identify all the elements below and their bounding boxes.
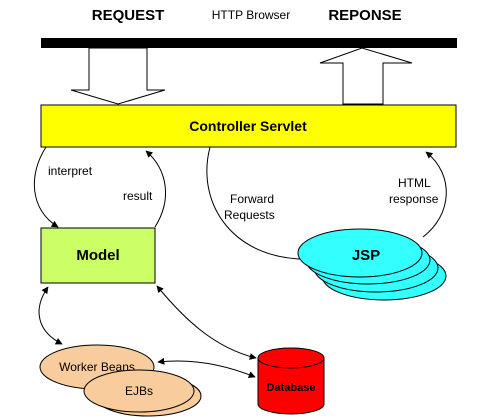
forward-label-line2: Requests xyxy=(224,208,275,222)
jsp-stack: JSP xyxy=(297,228,447,301)
html-response-arrow xyxy=(422,151,447,238)
interpret-arrow xyxy=(33,146,59,228)
forward-label-line1: Forward xyxy=(230,192,274,206)
forward-requests-arrow xyxy=(206,146,313,263)
workers-database-arrow xyxy=(157,357,256,378)
ejbs-ellipse xyxy=(83,369,195,413)
interpret-label: interpret xyxy=(48,164,93,178)
response-label: REPONSE xyxy=(328,7,401,24)
model-box: Model xyxy=(40,227,156,284)
html-response-label-line2: response xyxy=(389,192,439,206)
html-response-label-line1: HTML xyxy=(398,176,431,190)
worker-beans-label: Worker Beans xyxy=(59,360,135,374)
worker-beans-group: Worker Beans EJBs xyxy=(39,344,202,417)
request-block-arrow xyxy=(70,47,166,105)
model-workers-arrow xyxy=(38,286,63,345)
database-cylinder: Database xyxy=(257,347,325,415)
model-database-arrow xyxy=(156,285,257,360)
result-arrow xyxy=(145,150,167,228)
controller-servlet-label: Controller Servlet xyxy=(189,118,307,134)
request-label: REQUEST xyxy=(92,7,165,24)
response-block-arrow xyxy=(319,47,413,105)
model-label: Model xyxy=(76,247,119,264)
database-label: Database xyxy=(267,382,316,394)
ejbs-label: EJBs xyxy=(125,384,153,398)
http-browser-bar xyxy=(41,38,457,48)
http-browser-label: HTTP Browser xyxy=(212,8,290,22)
result-label: result xyxy=(123,189,153,203)
jsp-label: JSP xyxy=(352,247,380,264)
controller-servlet-box: Controller Servlet xyxy=(40,104,457,148)
